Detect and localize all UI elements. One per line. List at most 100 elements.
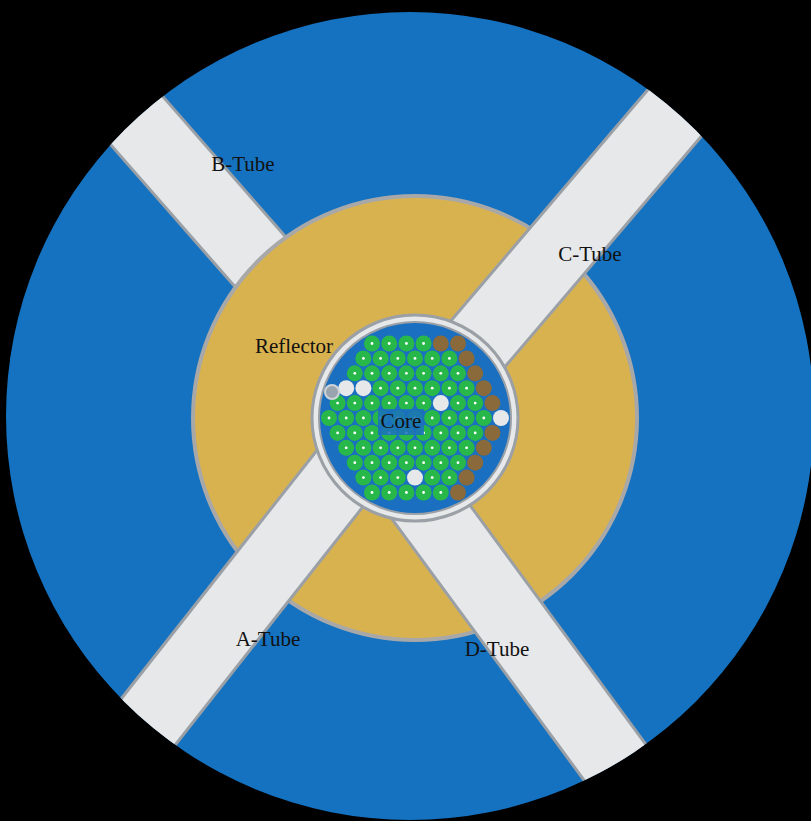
beam-tube: D-Tube — [462, 637, 533, 662]
fuel-pin-center — [431, 417, 434, 420]
part-label: C-Tube — [555, 242, 624, 267]
beam-tube: C-Tube — [555, 242, 624, 267]
fuel-pin — [381, 365, 397, 381]
fuel-pin — [441, 440, 457, 456]
pool-water — [6, 12, 811, 820]
fuel-pin — [424, 470, 440, 486]
c-tube — [430, 95, 690, 400]
fuel-pin-center — [431, 476, 434, 479]
reflector-element — [476, 440, 492, 456]
fuel-pin — [450, 365, 466, 381]
fuel-pin-center — [482, 417, 485, 420]
fuel-pin — [433, 365, 449, 381]
fuel-pin-center — [414, 387, 417, 390]
fuel-pin-center — [396, 387, 399, 390]
reflector-element — [459, 350, 475, 366]
fuel-pin-center — [431, 387, 434, 390]
fuel-pin — [364, 484, 380, 500]
reflector-element — [459, 470, 475, 486]
fuel-pin-center — [396, 357, 399, 360]
fuel-pin — [321, 410, 337, 426]
fuel-pin — [459, 410, 475, 426]
core-region: Core — [378, 409, 425, 434]
fuel-pin-center — [371, 402, 374, 405]
core-liner — [312, 315, 518, 521]
fuel-pin-center — [457, 461, 460, 464]
d-tube — [400, 470, 650, 810]
fuel-pin — [347, 455, 363, 471]
fuel-pin-center — [414, 446, 417, 449]
fuel-pin-center — [379, 387, 382, 390]
fuel-pin-center — [388, 491, 391, 494]
fuel-pin-center — [371, 461, 374, 464]
fuel-pin-center — [457, 402, 460, 405]
fuel-pin-center — [345, 417, 348, 420]
reflector-element — [433, 336, 449, 352]
fuel-pin-center — [439, 461, 442, 464]
part-label: A-Tube — [233, 627, 304, 652]
fuel-pin-center — [328, 417, 331, 420]
fuel-pin-center — [345, 446, 348, 449]
fuel-pin-center — [431, 446, 434, 449]
fuel-pin-center — [448, 387, 451, 390]
fuel-pin-center — [362, 476, 365, 479]
beam-tube: B-Tube — [208, 152, 277, 177]
fuel-pin-center — [448, 446, 451, 449]
c-tube-edge — [430, 95, 690, 400]
empty-position — [433, 395, 449, 411]
empty-position — [493, 410, 509, 426]
fuel-pin — [450, 455, 466, 471]
fuel-pin — [398, 484, 414, 500]
fuel-pin — [373, 470, 389, 486]
fuel-pin-center — [336, 431, 339, 434]
fuel-pin — [416, 455, 432, 471]
fuel-pin-center — [362, 357, 365, 360]
fuel-pin — [407, 380, 423, 396]
empty-position — [407, 470, 423, 486]
reflector-region: ReflectorCore — [193, 196, 637, 640]
empty-position — [338, 380, 354, 396]
fuel-pin-center — [371, 342, 374, 345]
fuel-pin-center — [465, 446, 468, 449]
fuel-pin-center — [362, 446, 365, 449]
fuel-pin-center — [396, 476, 399, 479]
fuel-pin — [433, 455, 449, 471]
part-label: Core — [378, 409, 425, 434]
fuel-pin — [441, 350, 457, 366]
fuel-pin — [398, 365, 414, 381]
fuel-pin — [364, 455, 380, 471]
fuel-pin-center — [405, 402, 408, 405]
fuel-pin-center — [448, 476, 451, 479]
fuel-pin-center — [414, 357, 417, 360]
fuel-pin — [459, 380, 475, 396]
fuel-pin — [373, 350, 389, 366]
fuel-pin-center — [388, 461, 391, 464]
fuel-pin-center — [405, 491, 408, 494]
part-label: D-Tube — [462, 637, 533, 662]
fuel-pin-center — [457, 372, 460, 375]
fuel-pin-center — [431, 357, 434, 360]
beam-tube: A-Tube — [233, 627, 304, 652]
fuel-pin-center — [388, 402, 391, 405]
fuel-pin — [390, 440, 406, 456]
a-tube-edge — [130, 415, 390, 745]
fuel-pin-center — [388, 342, 391, 345]
fuel-pin-center — [422, 461, 425, 464]
fuel-pin — [390, 350, 406, 366]
fuel-pin — [390, 380, 406, 396]
core-tank — [319, 322, 511, 514]
fuel-pin — [459, 440, 475, 456]
part-label: B-Tube — [208, 152, 277, 177]
fuel-pin-center — [465, 417, 468, 420]
fuel-pin-center — [362, 417, 365, 420]
fuel-pin-center — [379, 357, 382, 360]
fuel-pin-center — [405, 461, 408, 464]
fuel-pin — [441, 380, 457, 396]
fuel-pin-center — [353, 402, 356, 405]
fuel-pin-center — [396, 446, 399, 449]
fuel-pin — [330, 425, 346, 441]
a-tube — [130, 415, 390, 745]
fuel-pin — [424, 380, 440, 396]
fuel-pin-center — [336, 402, 339, 405]
fuel-pin — [416, 336, 432, 352]
